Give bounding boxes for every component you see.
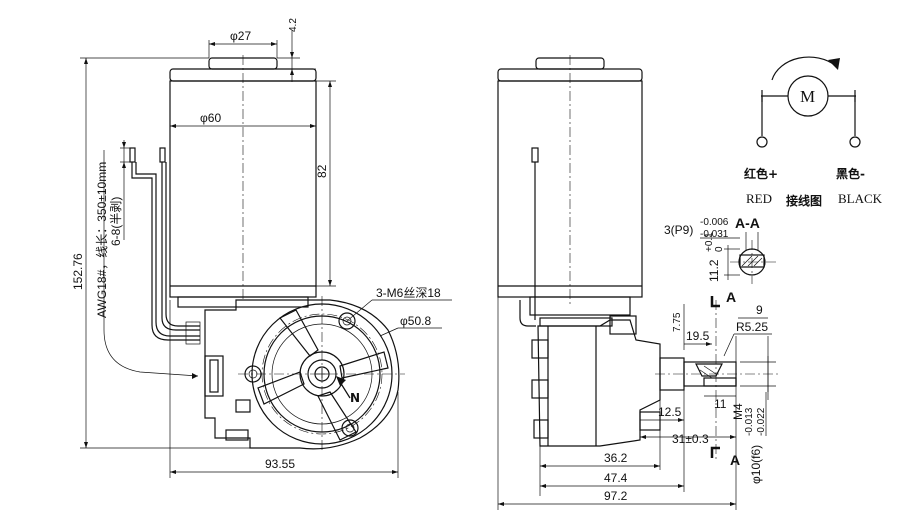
dim-7-75: 7.75	[672, 312, 683, 332]
dim-31: 31±0.3	[672, 432, 709, 446]
black-label-cn: 黑色-	[836, 166, 865, 181]
black-label-en: BLACK	[838, 191, 883, 206]
dim-phi50-8: φ50.8	[400, 314, 431, 328]
rotation-label-n: N	[350, 391, 360, 405]
dim-36-2: 36.2	[604, 451, 628, 465]
dim-key-width: 3(P9)	[664, 223, 693, 237]
dim-93-55: 93.55	[265, 457, 295, 471]
mount-hole-1	[338, 312, 356, 330]
gearbox-housing	[204, 299, 400, 450]
terminal-black	[849, 136, 861, 148]
section-a-a: A-A 3(P9) -0.006 -0.031 11.2 +0.1 0	[664, 215, 776, 284]
strip-length-text: 6-8(半剥)	[109, 197, 123, 246]
dim-shaft-phi10: φ10(f6)	[749, 445, 763, 484]
dim-152-76: 152.76	[71, 253, 85, 290]
dim-key-tol-dn: -0.031	[700, 229, 729, 240]
mount-hole-3	[341, 419, 359, 437]
front-view: N φ27 4.2 φ60 82 152	[71, 18, 452, 478]
gearbox-side-boss	[204, 355, 224, 397]
dim-r5-25: R5.25	[736, 320, 768, 334]
wiring-diagram-title: 接线图	[786, 193, 822, 208]
section-marker-bottom: A	[730, 452, 740, 468]
dim-shaft-tol-dn: -0.022	[756, 407, 767, 436]
dim-m4: M4	[731, 403, 745, 420]
rotation-arrow-icon	[828, 58, 840, 70]
terminal-red	[756, 136, 768, 148]
dim-phi60: φ60	[200, 111, 221, 125]
dim-11-2: 11.2	[707, 259, 721, 282]
red-label-cn: 红色+	[744, 166, 778, 181]
red-label-en: RED	[746, 191, 772, 206]
side-gearbox	[537, 319, 661, 447]
wire-spec-text: AWG18#，线长：350±10mm	[95, 162, 109, 318]
side-view: A A 7.75 9 19.5 R5.25 11 M4 φ10(f6) -0.0…	[497, 55, 780, 510]
dim-4-2: 4.2	[288, 18, 299, 32]
rotation-arc	[771, 56, 837, 81]
dim-19-5: 19.5	[686, 329, 710, 343]
lead-wires	[129, 147, 201, 345]
dim-9: 9	[756, 303, 763, 317]
dim-47-4: 47.4	[604, 471, 628, 485]
dim-phi27: φ27	[230, 29, 251, 43]
dim-shaft-tol-up: -0.013	[744, 407, 755, 436]
gear-spokes	[257, 309, 389, 441]
dim-11-2-up: +0.1	[704, 232, 715, 252]
dim-3-m6: 3-M6丝深18	[376, 286, 441, 300]
dim-key-tol-up: -0.006	[700, 217, 729, 228]
dim-11-2-dn: 0	[714, 246, 725, 252]
wire-spec-leader	[103, 150, 199, 377]
dim-11: 11	[714, 397, 727, 411]
dim-82: 82	[315, 164, 329, 178]
section-marker-top: A	[726, 289, 736, 305]
wiring-diagram: M 红色+ RED 黑色- BLACK 接线图	[744, 56, 883, 208]
motor-symbol-label: M	[800, 87, 815, 106]
dim-97-2: 97.2	[604, 489, 628, 503]
dim-12-5: 12.5	[658, 405, 682, 419]
section-title: A-A	[735, 215, 760, 231]
